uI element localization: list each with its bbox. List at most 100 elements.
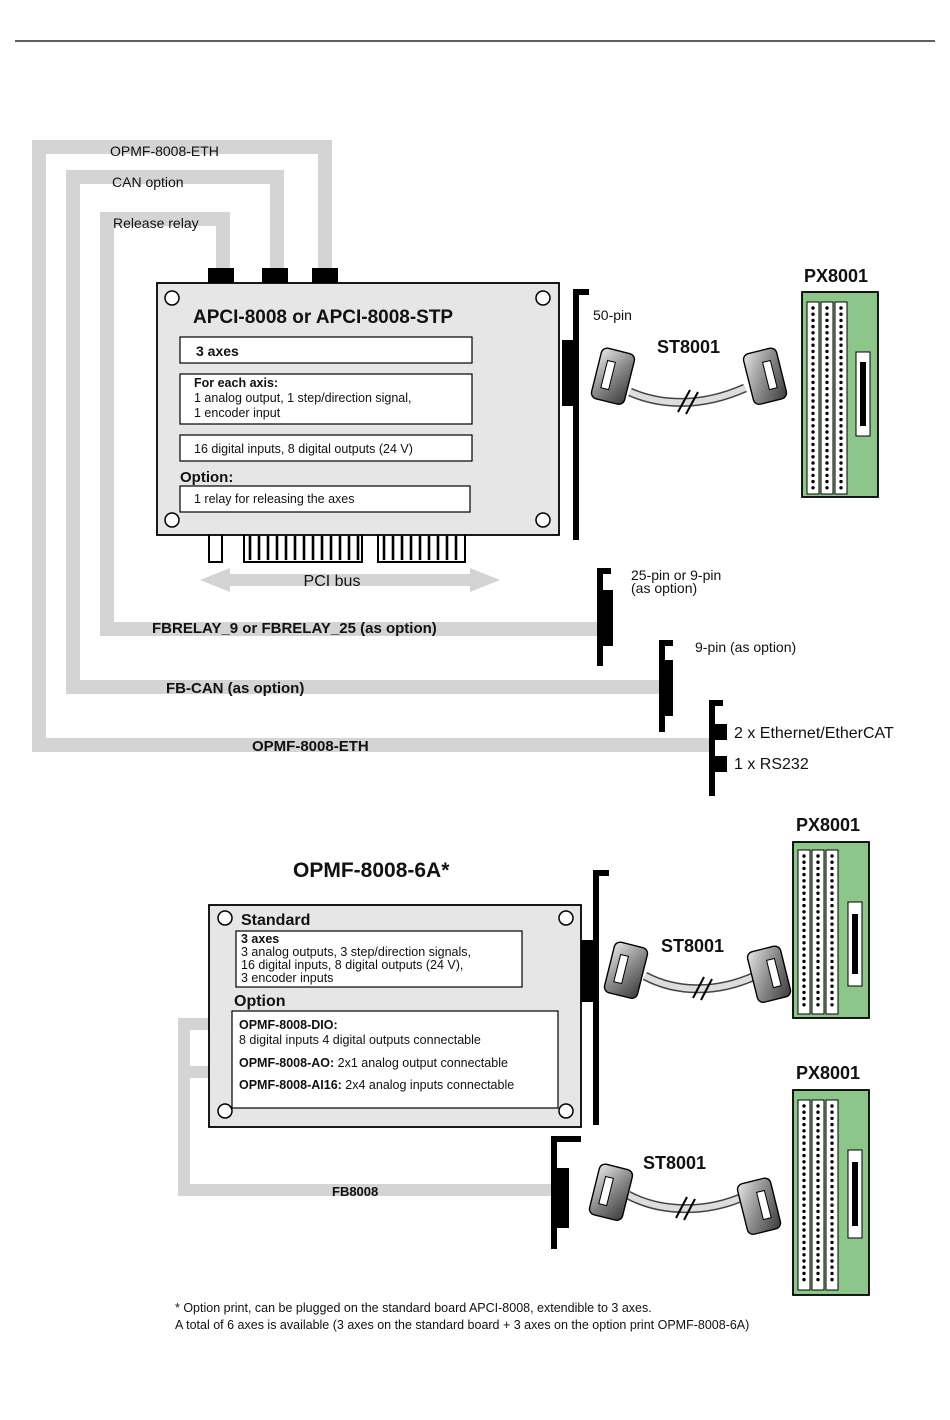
terminal-screw <box>816 1197 820 1201</box>
terminal-screw <box>839 337 843 341</box>
terminal-screw <box>830 910 834 914</box>
footnote-line1: * Option print, can be plugged on the st… <box>175 1301 652 1315</box>
terminal-screw <box>839 324 843 329</box>
label-release-relay-line: Release relay <box>113 215 199 231</box>
terminal-screw <box>825 461 829 465</box>
each-axis-line1: 1 analog output, 1 step/direction signal… <box>194 391 412 405</box>
terminal-screw <box>825 362 829 366</box>
terminal-screw <box>802 1003 806 1007</box>
terminal-screw <box>802 990 806 995</box>
terminal-screw <box>816 953 820 957</box>
terminal-screw <box>811 405 815 409</box>
terminal-screw <box>816 1153 820 1158</box>
terminal-screw <box>816 910 820 914</box>
label-fb8008: FB8008 <box>332 1184 378 1199</box>
terminal-screw <box>802 941 806 945</box>
terminal-screw <box>802 1191 806 1195</box>
label-eth-ports: 2 x Ethernet/EtherCAT <box>734 725 894 742</box>
cable-st8001-bottom-2 <box>588 1163 782 1236</box>
terminal-screw <box>830 1172 834 1176</box>
terminal-screw <box>816 866 820 871</box>
terminal-screw <box>802 953 806 957</box>
board-header-can <box>262 268 288 284</box>
mount-hole <box>217 910 233 926</box>
bracket-fb8008 <box>551 1136 581 1249</box>
ao-line: OPMF-8008-AO: 2x1 analog output connecta… <box>239 1056 508 1070</box>
terminal-screw <box>816 879 820 883</box>
terminal-screw <box>830 941 834 945</box>
ao-text: 2x1 analog output connectable <box>338 1056 508 1070</box>
terminal-screw <box>839 362 843 366</box>
terminal-screw <box>825 467 829 471</box>
terminal-screw <box>816 1104 820 1108</box>
terminal-screw <box>816 1222 820 1226</box>
terminal-screw <box>839 343 843 347</box>
terminal-screw <box>802 1110 806 1114</box>
terminal-screw <box>839 312 843 316</box>
terminal-screw <box>816 1203 820 1207</box>
terminal-screw <box>811 331 815 335</box>
board-digital-io: 16 digital inputs, 8 digital outputs (24… <box>194 442 413 456</box>
terminal-screw <box>816 1234 820 1238</box>
standard-line2: 16 digital inputs, 8 digital outputs (24… <box>241 958 463 972</box>
terminal-screw <box>816 885 820 889</box>
terminal-screw <box>830 897 834 902</box>
terminal-screw <box>802 984 806 988</box>
terminal-screw <box>802 1104 806 1108</box>
terminal-screw <box>830 872 834 877</box>
terminal-screw <box>802 910 806 914</box>
terminal-screw <box>802 1122 806 1127</box>
terminal-screw <box>825 399 829 403</box>
terminal-screw <box>825 386 829 391</box>
terminal-screw <box>839 306 843 310</box>
terminal-screw <box>816 965 820 970</box>
terminal-screw <box>830 1135 834 1139</box>
board-header-relay <box>208 268 234 284</box>
terminal-screw <box>825 479 829 484</box>
terminal-screw <box>839 374 843 378</box>
terminal-screw <box>830 1160 834 1164</box>
label-fb-can: FB-CAN (as option) <box>166 680 304 697</box>
terminal-screw <box>830 965 834 970</box>
terminal-screw <box>825 324 829 329</box>
terminal-screw <box>816 1271 820 1276</box>
terminal-screw <box>816 1253 820 1257</box>
terminal-screw <box>825 306 829 310</box>
terminal-screw <box>839 486 843 490</box>
terminal-screw <box>802 1259 806 1263</box>
terminal-screw <box>816 978 820 982</box>
terminal-screw <box>816 1160 820 1164</box>
pci-edge-connector <box>208 535 466 563</box>
terminal-screw <box>830 953 834 957</box>
label-fbrelay: FBRELAY_9 or FBRELAY_25 (as option) <box>152 620 437 637</box>
terminal-screw <box>830 916 834 920</box>
terminal-screw <box>802 916 806 920</box>
terminal-screw <box>830 1197 834 1201</box>
board-option-text: 1 relay for releasing the axes <box>194 492 355 506</box>
terminal-screw <box>802 1172 806 1176</box>
terminal-screw <box>830 860 834 864</box>
terminal-screw <box>825 337 829 341</box>
terminal-screw <box>816 990 820 995</box>
mount-hole <box>535 290 551 306</box>
terminal-screw <box>825 331 829 335</box>
terminal-screw <box>811 318 815 323</box>
terminal-screw <box>811 324 815 329</box>
terminal-screw <box>830 854 834 858</box>
terminal-screw <box>825 343 829 347</box>
terminal-screw <box>839 461 843 465</box>
terminal-screw <box>830 891 834 895</box>
terminal-screw <box>816 996 820 1001</box>
label-9-pin: 9-pin (as option) <box>695 639 796 655</box>
terminal-screw <box>811 455 815 459</box>
terminal-screw <box>811 448 815 453</box>
terminal-screw <box>839 411 843 416</box>
cable-label-bottom-1: ST8001 <box>661 936 724 956</box>
terminal-screw <box>816 1259 820 1263</box>
terminal-screw <box>830 885 834 889</box>
terminal-screw <box>816 934 820 939</box>
terminal-screw <box>802 1209 806 1214</box>
terminal-screw <box>802 891 806 895</box>
terminal-screw <box>811 312 815 316</box>
